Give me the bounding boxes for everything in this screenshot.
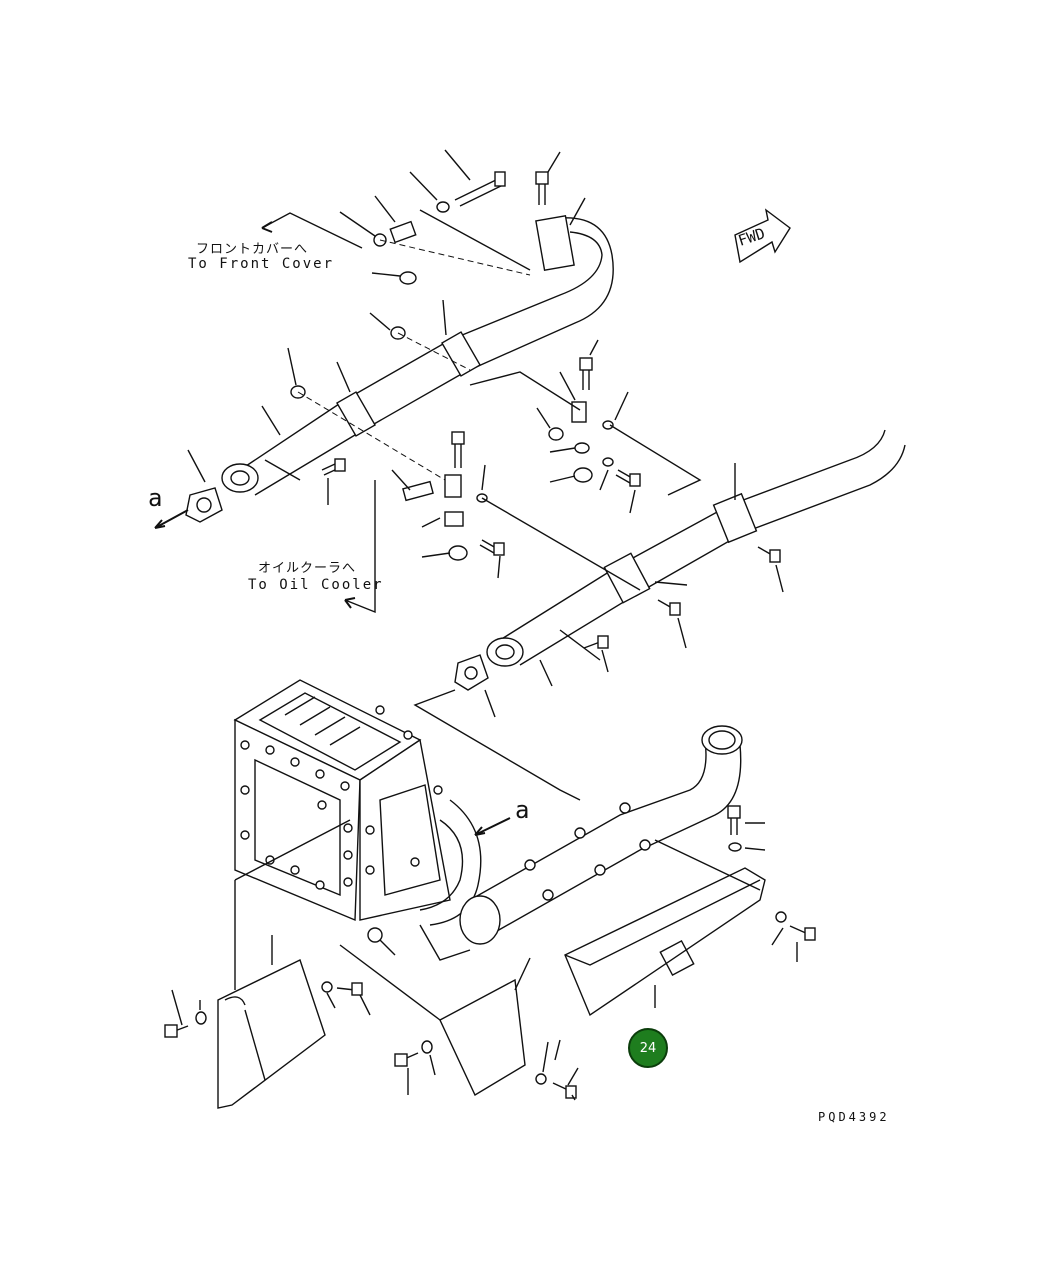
oil-cooler-label-en: To Oil Cooler xyxy=(248,577,384,593)
gasket-left xyxy=(185,487,223,523)
aftercooler xyxy=(233,679,482,926)
oil-cooler-label-jp: オイルクーラへ xyxy=(258,561,357,576)
cooler-bolts xyxy=(240,705,443,890)
leader-lines xyxy=(154,149,784,836)
part-badge-24[interactable]: 24 xyxy=(628,1028,668,1068)
middle-pipe xyxy=(486,429,906,667)
assembly-lines xyxy=(264,209,702,801)
covers xyxy=(217,867,766,1109)
drawing-code: PQD4392 xyxy=(818,1110,890,1124)
front-cover-label-jp: フロントカバーへ xyxy=(196,242,309,257)
view-a-left-marker: a xyxy=(148,484,163,512)
view-a-right-marker: a xyxy=(515,796,530,824)
front-cover-label-en: To Front Cover xyxy=(188,256,335,272)
lower-pipe xyxy=(367,725,743,961)
fwd-arrow-icon xyxy=(734,208,791,264)
upper-pipe xyxy=(221,214,614,496)
lower-hardware xyxy=(164,805,816,1101)
gasket-middle xyxy=(454,654,489,691)
